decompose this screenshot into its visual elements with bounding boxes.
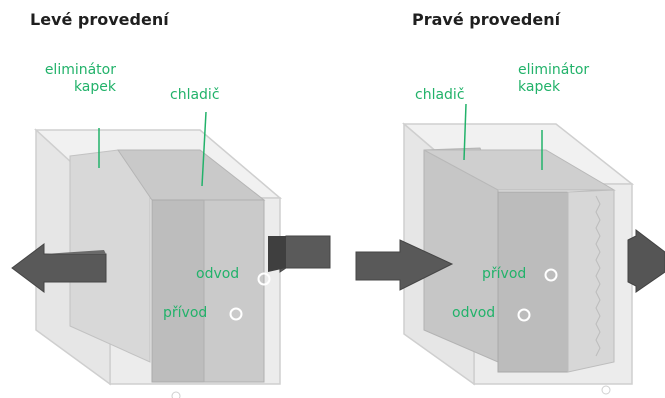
right-outlet-label: odvod (452, 305, 496, 321)
left-inlet-label: přívod (163, 305, 208, 321)
left-inner-back (69, 149, 151, 363)
left-cooler-leader (201, 111, 207, 187)
left-unit-drawing (11, 111, 331, 398)
left-cooler-side (203, 199, 265, 383)
right-eliminator (567, 189, 615, 373)
right-cooler-label: chladič (415, 87, 465, 103)
left-variant-title: Levé provedení (30, 10, 169, 29)
left-drain-fitting (171, 391, 181, 398)
right-inlet-port (544, 268, 558, 282)
right-inlet-label: přívod (482, 266, 527, 282)
left-airflow-in-stub (279, 235, 331, 273)
left-eliminator-label-line1: eliminátor (44, 62, 116, 78)
right-unit-drawing (355, 103, 665, 395)
left-outlet-label: odvod (196, 266, 240, 282)
left-cooler-front (151, 199, 205, 383)
right-eliminator-teeth (595, 195, 601, 357)
right-airflow-in-arrow (355, 239, 454, 291)
left-inlet-port (229, 307, 243, 321)
left-cooler-label: chladič (170, 87, 220, 103)
right-outlet-port (517, 308, 531, 322)
right-eliminator-label: eliminátor kapek (518, 62, 589, 96)
left-outlet-port (257, 272, 271, 286)
left-airflow-in-stub-dark (268, 236, 286, 272)
left-airflow-out-arrow-top (44, 250, 106, 254)
left-eliminator-label: eliminátor kapek (28, 62, 116, 96)
right-airflow-out-arrow (627, 228, 665, 293)
right-variant-title: Pravé provedení (412, 10, 561, 29)
right-eliminator-label-line2: kapek (518, 79, 561, 95)
right-cooler-leader (463, 103, 467, 161)
right-drain-fitting (601, 385, 611, 395)
left-eliminator-label-line2: kapek (73, 79, 116, 95)
left-airflow-out-arrow (11, 243, 107, 293)
right-eliminator-label-line1: eliminátor (518, 62, 590, 78)
